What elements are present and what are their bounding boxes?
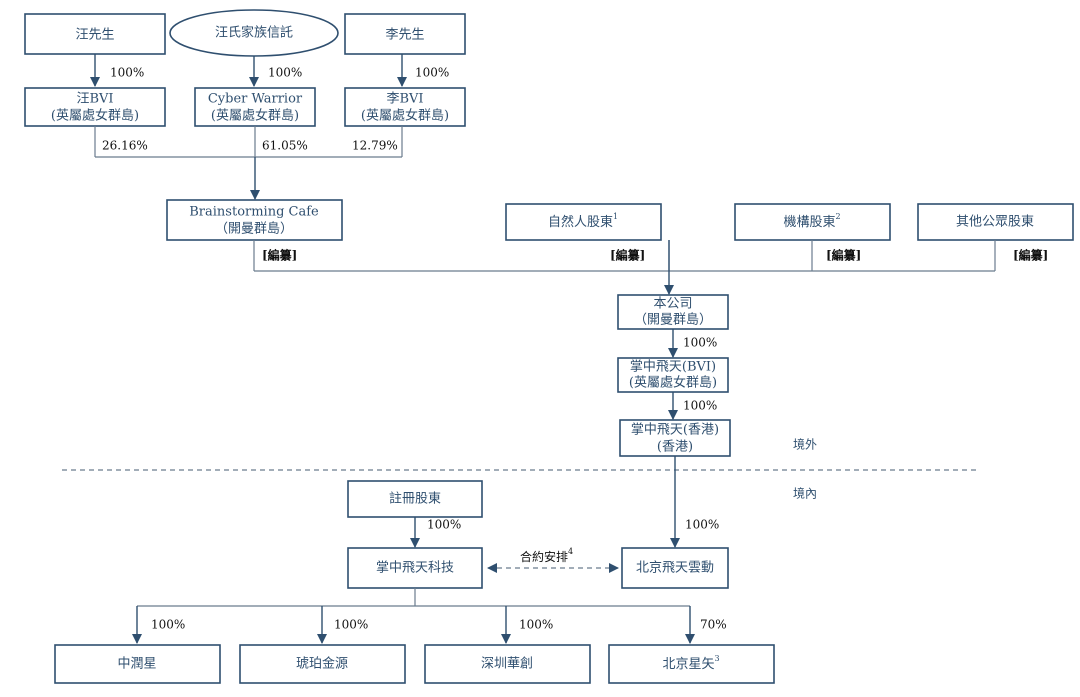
svg-text:李先生: 李先生 — [385, 28, 424, 43]
svg-text:其他公眾股東: 其他公眾股東 — [956, 214, 1034, 230]
pct-hk-to-beijing: 100% — [685, 518, 719, 532]
svg-text:李BVI: 李BVI — [386, 92, 423, 107]
svg-text:掌中飛天科技: 掌中飛天科技 — [376, 561, 454, 576]
zone-offshore-label: 境外 — [793, 437, 817, 452]
svg-text:琥珀金源: 琥珀金源 — [296, 656, 348, 672]
svg-text:北京星矢3: 北京星矢3 — [662, 654, 719, 672]
node-wang: 汪先生 — [24, 13, 166, 55]
redacted-label-1: [編纂] — [262, 248, 297, 263]
node-beijing-feitian: 北京飛天雲動 — [621, 547, 729, 589]
pct-cyber-share: 61.05% — [262, 139, 308, 153]
contractual-arrangement-label: 合約安排4 — [520, 547, 573, 564]
svg-text:Cyber Warrior: Cyber Warrior — [208, 92, 303, 107]
svg-text:掌中飛天(香港): 掌中飛天(香港) — [631, 423, 719, 438]
svg-text:汪先生: 汪先生 — [75, 28, 114, 43]
node-li: 李先生 — [344, 13, 466, 55]
node-other-public-holders: 其他公眾股東 — [917, 203, 1074, 241]
node-cyber-warrior: Cyber Warrior (英屬處女群島) — [194, 87, 316, 127]
node-hupo-jinyuan: 琥珀金源 — [239, 644, 406, 684]
svg-text:(英屬處女群島): (英屬處女群島) — [629, 375, 717, 391]
svg-text:掌中飛天(BVI): 掌中飛天(BVI) — [630, 360, 716, 375]
node-wang-bvi: 汪BVI (英屬處女群島) — [24, 87, 166, 127]
pct-wang-to-bvi: 100% — [110, 66, 144, 80]
node-company: 本公司 （開曼群島） — [617, 294, 729, 330]
svg-text:汪氏家族信託: 汪氏家族信託 — [215, 25, 293, 41]
node-brainstorming-cafe: Brainstorming Cafe （開曼群島） — [166, 199, 343, 241]
svg-text:自然人股東1: 自然人股東1 — [548, 212, 618, 230]
redacted-label-4: [編纂] — [1013, 248, 1048, 263]
node-zhangzhong-bvi: 掌中飛天(BVI) (英屬處女群島) — [617, 357, 729, 393]
svg-text:（開曼群島）: （開曼群島） — [215, 222, 293, 237]
pct-li-bvi-share: 12.79% — [352, 139, 398, 153]
node-zhongrunxing: 中潤星 — [54, 644, 221, 684]
pct-bvi-to-hk: 100% — [683, 399, 717, 413]
node-zhangzhong-hk: 掌中飛天(香港) (香港) — [619, 419, 731, 457]
node-zhangzhong-tech: 掌中飛天科技 — [347, 547, 483, 589]
svg-text:(英屬處女群島): (英屬處女群島) — [361, 108, 449, 124]
node-institutional-holders: 機構股東2 — [734, 203, 891, 241]
pct-to-zhongrunxing: 100% — [151, 618, 185, 632]
node-registered-holders: 註冊股東 — [347, 480, 483, 518]
svg-text:（開曼群島）: （開曼群島） — [634, 313, 712, 328]
svg-text:中潤星: 中潤星 — [117, 657, 156, 672]
svg-text:註冊股東: 註冊股東 — [389, 491, 441, 507]
pct-li-to-bvi: 100% — [415, 66, 449, 80]
pct-trust-to-cyber: 100% — [268, 66, 302, 80]
zone-onshore-label: 境內 — [793, 486, 817, 501]
pct-company-to-bvi: 100% — [683, 336, 717, 350]
pct-wang-bvi-share: 26.16% — [102, 139, 148, 153]
pct-to-hupo: 100% — [334, 618, 368, 632]
svg-text:機構股東2: 機構股東2 — [783, 212, 840, 230]
node-shenzhen-huachuang: 深圳華創 — [424, 644, 591, 684]
node-li-bvi: 李BVI (英屬處女群島) — [344, 87, 466, 127]
node-natural-person-holders: 自然人股東1 — [505, 203, 662, 241]
svg-text:Brainstorming Cafe: Brainstorming Cafe — [189, 205, 319, 220]
svg-text:(英屬處女群島): (英屬處女群島) — [211, 108, 299, 124]
pct-to-shenzhen: 100% — [519, 618, 553, 632]
node-wang-family-trust: 汪氏家族信託 — [169, 9, 339, 57]
svg-text:(香港): (香港) — [657, 440, 693, 455]
svg-text:本公司: 本公司 — [653, 297, 692, 312]
svg-text:北京飛天雲動: 北京飛天雲動 — [636, 561, 714, 576]
redacted-label-3: [編纂] — [826, 248, 861, 263]
svg-text:深圳華創: 深圳華創 — [481, 657, 533, 672]
svg-text:汪BVI: 汪BVI — [76, 92, 113, 107]
pct-registered-to-tech: 100% — [427, 518, 461, 532]
redacted-label-2: [編纂] — [610, 248, 645, 263]
node-beijing-xingshi: 北京星矢3 — [608, 644, 775, 684]
pct-to-xingshi: 70% — [700, 618, 727, 632]
svg-text:(英屬處女群島): (英屬處女群島) — [51, 108, 139, 124]
